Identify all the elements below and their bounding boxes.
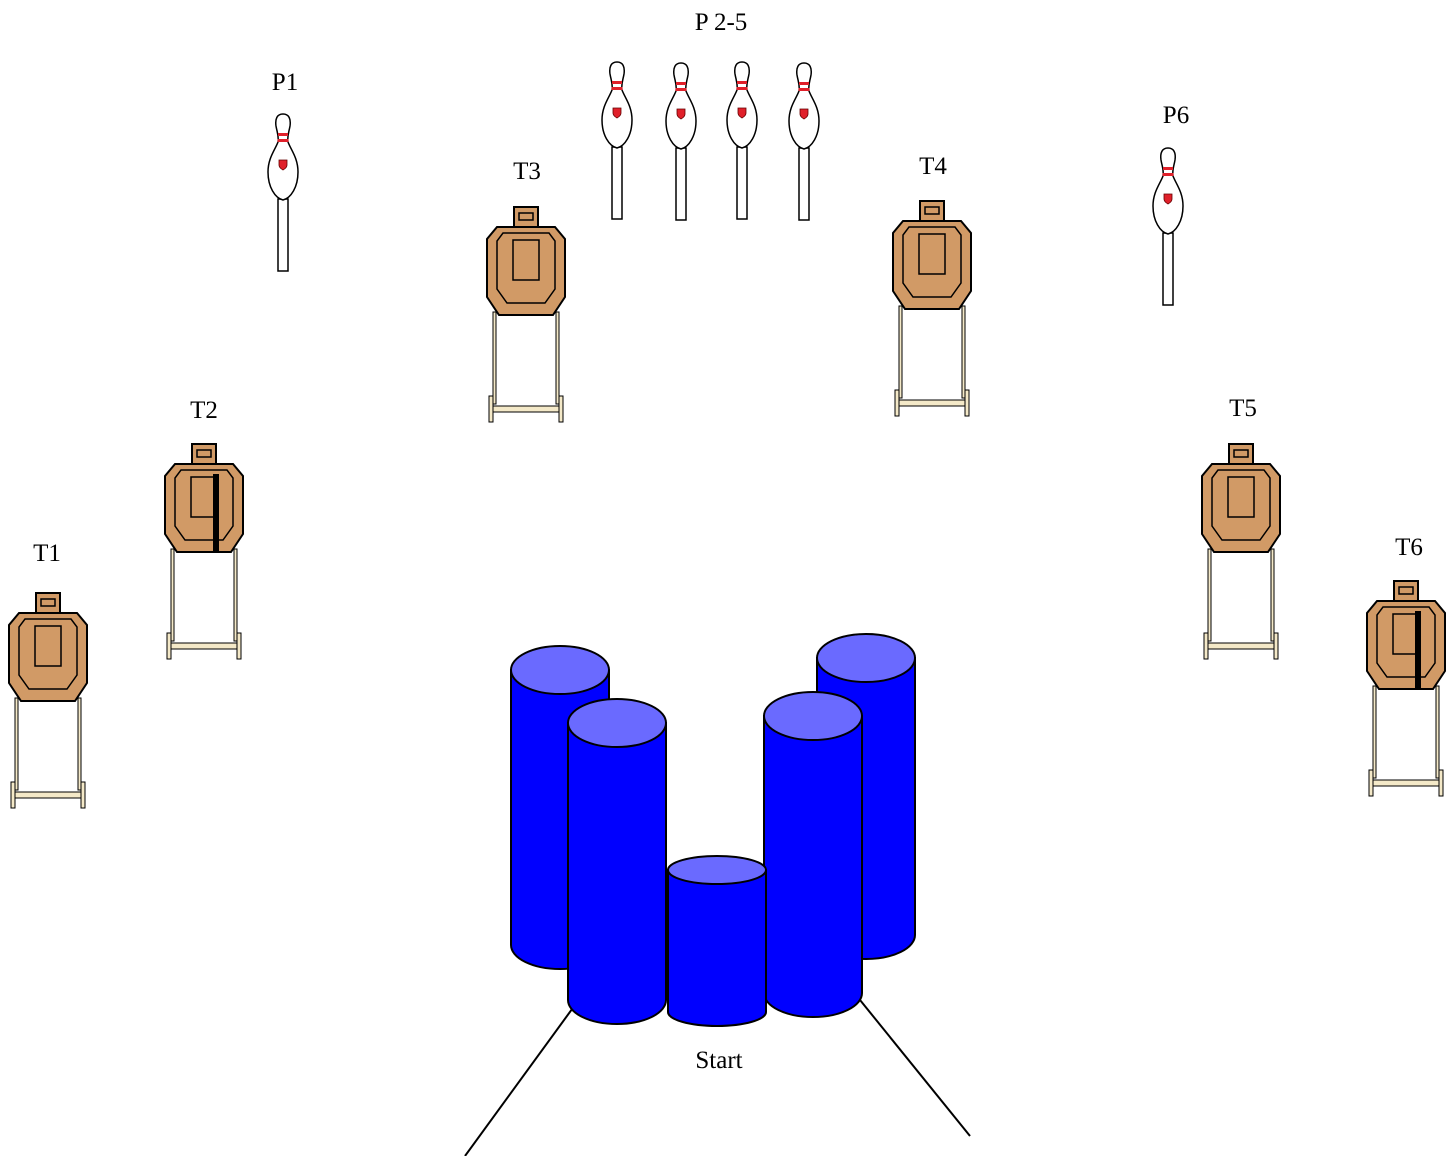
label-p6: P6 (1163, 102, 1189, 129)
bowling-pin-p4-icon (726, 61, 758, 220)
label-t3: T3 (513, 158, 541, 185)
target-t2-icon (164, 443, 244, 660)
label-t2: T2 (190, 397, 218, 424)
target-t6-icon (1366, 580, 1446, 797)
label-t1: T1 (33, 540, 61, 567)
targets-layer (8, 200, 1446, 809)
bowling-pin-p3-icon (665, 62, 697, 221)
fault-lines (464, 999, 971, 1156)
fault-line-right (859, 999, 971, 1137)
label-start: Start (695, 1047, 742, 1074)
barrel-front-left-icon (567, 698, 667, 1025)
label-p1: P1 (272, 69, 298, 96)
barrel-front-right-icon (763, 691, 863, 1018)
label-p2-5: P 2-5 (695, 9, 748, 36)
bowling-pin-p6-icon (1152, 147, 1184, 306)
label-t6: T6 (1395, 534, 1423, 561)
target-t1-icon (8, 592, 88, 809)
pins-layer (267, 61, 1184, 306)
label-t5: T5 (1229, 395, 1257, 422)
bowling-pin-p2-icon (601, 61, 633, 220)
target-t3-icon (486, 206, 566, 423)
fault-line-left (464, 1004, 576, 1156)
target-t5-icon (1201, 443, 1281, 660)
barrel-center-icon (667, 855, 767, 1027)
bowling-pin-p5-icon (788, 62, 820, 221)
bowling-pin-p1-icon (267, 113, 299, 272)
barrels-layer (510, 633, 916, 1027)
target-t4-icon (892, 200, 972, 417)
label-t4: T4 (919, 153, 947, 180)
